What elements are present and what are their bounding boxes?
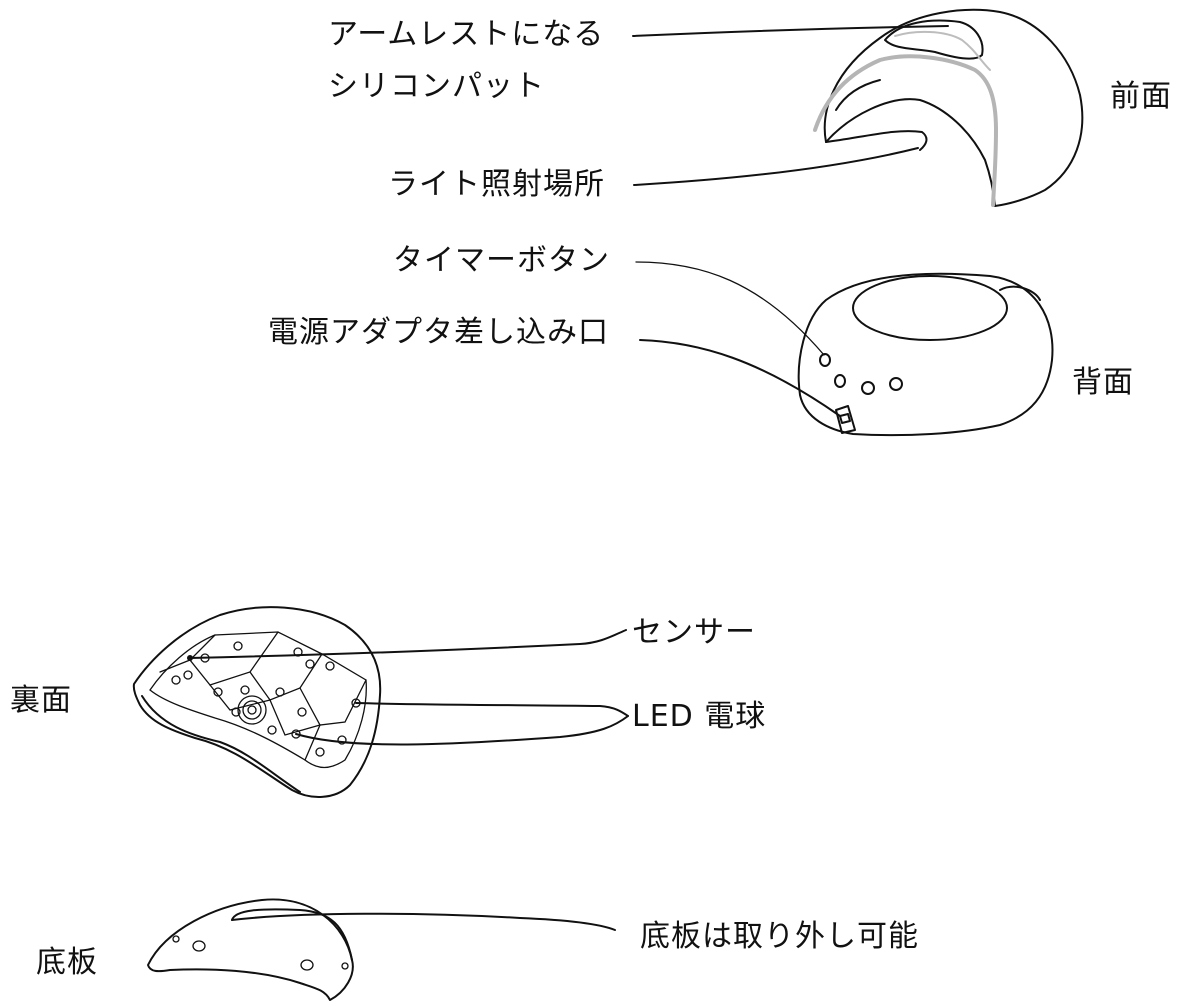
view-label-front: 前面 bbox=[1110, 79, 1172, 114]
callout-led: LED 電球 bbox=[632, 699, 767, 734]
front-view-lamp bbox=[813, 8, 1084, 207]
view-label-bottom-side: 裏面 bbox=[10, 683, 72, 718]
callout-light-area: ライト照射場所 bbox=[388, 167, 605, 202]
callout-armrest-line1: アームレストになる bbox=[328, 17, 605, 52]
power-port-shape bbox=[835, 405, 856, 434]
callout-power-port: 電源アダプタ差し込み口 bbox=[268, 315, 609, 350]
leader-timer-button bbox=[635, 261, 825, 356]
leader-light-area bbox=[633, 147, 919, 186]
callout-timer-button: タイマーボタン bbox=[393, 243, 610, 278]
leader-led-upper bbox=[355, 702, 629, 717]
callout-armrest-line2: シリコンパット bbox=[328, 69, 545, 104]
leader-armrest bbox=[632, 25, 949, 37]
leader-removable-base bbox=[231, 912, 616, 931]
leader-power-port bbox=[639, 339, 841, 417]
callout-removable-base: 底板は取り外し可能 bbox=[640, 919, 919, 954]
underside-view-lamp bbox=[132, 606, 382, 798]
leader-sensor bbox=[189, 629, 627, 659]
base-plate-view bbox=[147, 898, 354, 1001]
back-view-lamp bbox=[797, 272, 1054, 437]
view-label-base-plate: 底板 bbox=[36, 945, 98, 980]
view-label-back: 背面 bbox=[1072, 365, 1134, 400]
callout-sensor: センサー bbox=[632, 615, 756, 650]
timer-button-dot bbox=[819, 353, 831, 367]
leader-led-lower bbox=[295, 715, 629, 746]
